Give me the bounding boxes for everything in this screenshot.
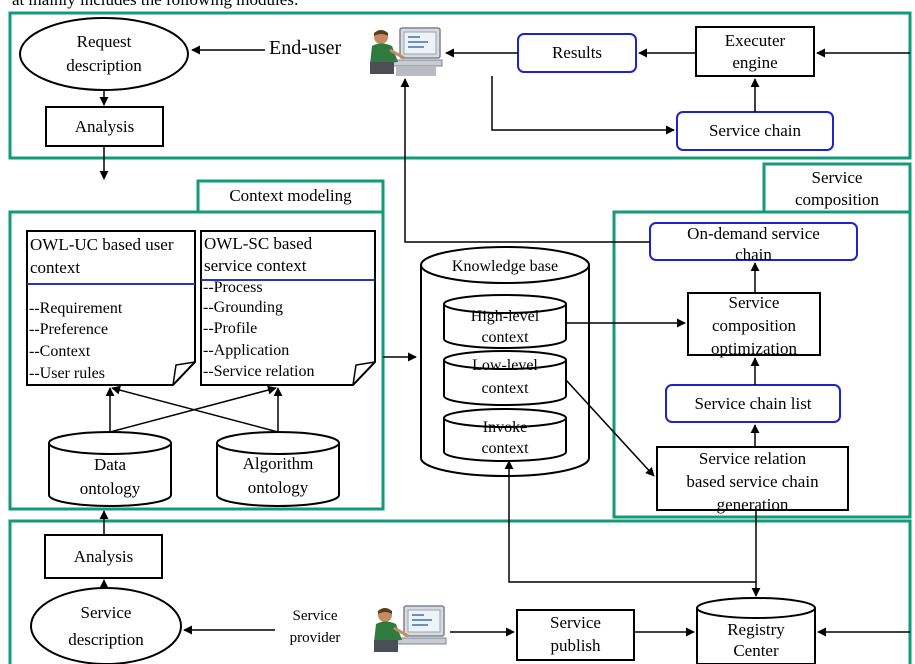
data-ontology-cylinder (48, 431, 172, 507)
registry-center-label-2: Center (733, 641, 779, 660)
service-chain-list-box (665, 384, 841, 423)
end-user-computer-icon (370, 27, 443, 76)
end-user-label: End-user (269, 37, 342, 59)
invoke-context-label-1: Invoke (482, 419, 528, 436)
service-description-ellipse (30, 587, 182, 664)
request-description-label-1: Request (76, 32, 132, 51)
executer-engine-label-1: Executer (724, 31, 786, 50)
request-description-label-2: description (66, 56, 142, 75)
high-level-context-cylinder (443, 294, 567, 349)
analysis-bottom-label: Analysis (73, 547, 134, 566)
top-module-frame (8, 11, 912, 160)
algorithm-ontology-label-2: ontology (247, 478, 309, 497)
data-ontology-label-2: ontology (79, 479, 141, 498)
service-context-document (200, 230, 376, 386)
executer-engine-label-2: engine (732, 53, 778, 72)
chain-generation-label-1: Service relation (698, 449, 807, 468)
service-chain-label: Service chain (708, 121, 802, 140)
service-chain-list-label: Service chain list (694, 394, 812, 413)
on-demand-chain-label-1: On-demand service (687, 224, 820, 243)
algorithm-to-user-context-arrow (111, 385, 279, 433)
composition-optimization-box (687, 292, 821, 356)
high-level-context-label-2: context (481, 329, 529, 346)
caption-fragment: at mainly includes the following modules… (12, 0, 299, 8)
user-context-item-requirement: --Requirement (29, 300, 123, 317)
service-context-item-profile: --Profile (203, 320, 258, 337)
low-level-context-label-1: Low-level (472, 357, 538, 374)
knowledge-base-title: Knowledge base (451, 258, 559, 275)
service-composition-title-1: Service (811, 168, 863, 187)
composition-optimization-label-2: composition (711, 316, 797, 335)
invoke-context-cylinder (443, 408, 567, 462)
context-modeling-title: Context modeling (229, 186, 352, 205)
composition-optimization-label-1: Service (728, 293, 780, 312)
service-context-item-service-relation: --Service relation (203, 363, 315, 380)
chain-generation-label-2: based service chain (686, 472, 819, 491)
service-context-item-grounding: --Grounding (203, 299, 283, 316)
executer-engine-box (695, 26, 815, 77)
user-context-header-2: context (30, 258, 81, 277)
on-demand-to-end-user-arrow (400, 78, 650, 243)
composition-optimization-label-3: optimization (711, 339, 797, 358)
service-description-label-1: Service (80, 603, 132, 622)
low-level-to-generation-arrow (565, 379, 655, 477)
analysis-top-label: Analysis (74, 117, 135, 136)
results-label: Results (551, 43, 603, 62)
service-provider-label-2: provider (289, 630, 341, 646)
user-context-item-context: --Context (29, 343, 91, 360)
service-composition-title-frame (762, 162, 912, 214)
user-context-item-preference: --Preference (29, 321, 109, 338)
service-context-header-2: service context (204, 256, 307, 275)
user-context-header-1: OWL-UC based user (30, 235, 174, 254)
low-level-context-cylinder (443, 350, 567, 406)
algorithm-ontology-label-1: Algorithm (242, 454, 314, 473)
registry-center-cylinder (696, 597, 816, 664)
invoke-context-label-2: context (481, 440, 529, 457)
analysis-bottom-box (44, 534, 163, 579)
service-composition-title-2: composition (794, 190, 880, 209)
on-demand-chain-label-2: chain (735, 245, 772, 264)
service-context-header-1: OWL-SC based (204, 234, 313, 253)
low-level-context-label-2: context (481, 380, 529, 397)
service-context-item-process: --Process (203, 279, 263, 296)
user-context-document (26, 230, 196, 386)
service-provider-computer-icon (374, 605, 447, 652)
end-user-to-service-chain-arrow (491, 76, 675, 135)
data-ontology-label-1: Data (93, 455, 127, 474)
user-context-item-user-rules: --User rules (29, 365, 105, 382)
analysis-top-box (45, 106, 164, 147)
high-level-context-label-1: High-level (470, 308, 540, 325)
service-provider-label-1: Service (292, 608, 338, 624)
chain-generation-label-3: generation (716, 495, 789, 514)
service-context-item-application: --Application (203, 342, 290, 359)
service-description-label-2: description (68, 630, 144, 649)
bottom-module-frame (8, 519, 912, 664)
service-composition-frame (612, 210, 912, 519)
service-publish-box (516, 609, 635, 661)
service-publish-label-1: Service (550, 613, 601, 632)
context-modeling-title-frame (196, 179, 385, 214)
service-publish-label-2: publish (550, 636, 601, 655)
algorithm-ontology-cylinder (216, 431, 340, 507)
invoke-registry-link-arrow (504, 460, 761, 597)
registry-center-label-1: Registry (727, 620, 785, 639)
request-description-ellipse (19, 17, 189, 91)
